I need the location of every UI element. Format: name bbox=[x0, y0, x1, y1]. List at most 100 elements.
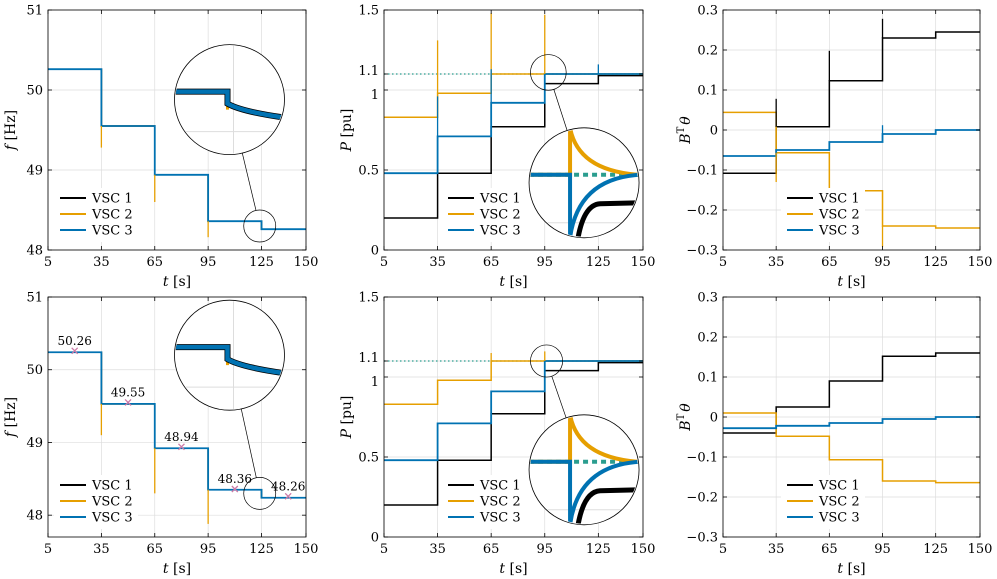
x-tick-label: 150 bbox=[294, 255, 319, 270]
y-axis-label-var: B bbox=[678, 420, 694, 431]
zoom-line-vsc-1 bbox=[575, 200, 639, 237]
zoom-line-vsc-3 bbox=[530, 172, 639, 237]
y-axis-label-sup: T bbox=[676, 413, 687, 420]
legend-label-vsc-2: VSC 2 bbox=[91, 495, 133, 510]
legend-label-vsc-1: VSC 1 bbox=[818, 479, 860, 494]
x-tick-label: 95 bbox=[874, 542, 891, 557]
zoom-content bbox=[175, 301, 284, 410]
x-axis-label-unit: [s] bbox=[843, 561, 866, 577]
y-tick-label: 0.3 bbox=[697, 4, 718, 19]
x-tick-label: 95 bbox=[536, 255, 553, 270]
series-line-vsc-3 bbox=[723, 416, 980, 430]
x-tick-label: 150 bbox=[968, 255, 993, 270]
y-axis-label-sup: T bbox=[676, 126, 687, 133]
data-label: 49.55 bbox=[111, 385, 145, 399]
data-label: 48.26 bbox=[271, 479, 305, 493]
x-tick-label: 150 bbox=[631, 542, 656, 557]
plot-area bbox=[723, 352, 980, 484]
series-line-vsc-2 bbox=[384, 73, 643, 118]
x-tick-label: 125 bbox=[249, 542, 274, 557]
zoom-content bbox=[175, 45, 284, 154]
data-label: 48.94 bbox=[164, 430, 199, 444]
x-tick-label: 65 bbox=[146, 255, 163, 270]
x-axis-label: t [s] bbox=[837, 274, 865, 290]
x-axis-label-unit: [s] bbox=[169, 274, 192, 290]
y-tick-label: 51 bbox=[26, 4, 43, 19]
series-line-vsc-3 bbox=[48, 351, 306, 499]
x-tick-label: 65 bbox=[821, 542, 838, 557]
zoom-inset bbox=[528, 344, 640, 526]
series-line-vsc-1 bbox=[384, 74, 643, 219]
x-axis-label-unit: [s] bbox=[505, 274, 528, 290]
y-axis-label-var: B bbox=[678, 133, 694, 144]
legend-label-vsc-1: VSC 1 bbox=[479, 192, 521, 207]
y-tick-label: 48 bbox=[26, 244, 43, 259]
x-tick-label: 95 bbox=[536, 542, 553, 557]
series-line-vsc-1 bbox=[384, 361, 643, 506]
y-axis-label-unit: [pu] bbox=[339, 396, 355, 429]
x-tick-label: 5 bbox=[719, 255, 727, 270]
x-tick-label: 5 bbox=[380, 255, 388, 270]
plot-area bbox=[384, 351, 643, 506]
y-tick-label: 0 bbox=[710, 124, 718, 139]
y-tick-label: 1 bbox=[371, 375, 379, 390]
legend-label-vsc-3: VSC 3 bbox=[91, 511, 133, 526]
x-tick-label: 125 bbox=[249, 255, 274, 270]
x-tick-label: 150 bbox=[294, 542, 319, 557]
series-line-vsc-3 bbox=[384, 360, 643, 462]
y-tick-label: 49 bbox=[26, 164, 43, 179]
y-axis-label: BTθ bbox=[676, 403, 694, 432]
x-tick-label: 5 bbox=[380, 542, 388, 557]
x-tick-label: 95 bbox=[200, 255, 217, 270]
zoom-line-vsc-3 bbox=[530, 459, 639, 524]
x-axis-label: t [s] bbox=[163, 274, 191, 290]
zoom-line-vsc-1 bbox=[575, 487, 639, 524]
plot-area bbox=[48, 68, 306, 238]
axes-frame bbox=[383, 9, 644, 251]
x-axis-label-var: t bbox=[499, 561, 505, 577]
y-axis-label-unit: [pu] bbox=[339, 109, 355, 142]
x-tick-label: 65 bbox=[483, 255, 500, 270]
y-axis-label: P [pu] bbox=[339, 109, 355, 153]
x-axis-label: t [s] bbox=[499, 274, 527, 290]
x-tick-label: 125 bbox=[923, 542, 948, 557]
x-tick-label: 125 bbox=[586, 542, 611, 557]
x-tick-label: 150 bbox=[968, 542, 993, 557]
y-tick-label: 51 bbox=[26, 291, 43, 306]
x-tick-label: 5 bbox=[719, 542, 727, 557]
legend-label-vsc-3: VSC 3 bbox=[818, 511, 860, 526]
zoom-inset bbox=[174, 44, 285, 243]
series-line-vsc-2 bbox=[384, 360, 643, 405]
legend-label-vsc-2: VSC 2 bbox=[818, 208, 860, 223]
zoom-target-circle bbox=[530, 54, 567, 91]
x-axis-label: t [s] bbox=[837, 561, 865, 577]
y-tick-label: 0.5 bbox=[358, 451, 379, 466]
zoom-connector bbox=[240, 408, 257, 478]
y-axis-label: BTθ bbox=[676, 116, 694, 145]
zoom-content bbox=[530, 128, 639, 237]
legend-label-vsc-3: VSC 3 bbox=[818, 224, 860, 239]
data-marker bbox=[231, 485, 239, 493]
y-tick-label: 50 bbox=[26, 363, 43, 378]
x-axis-label-unit: [s] bbox=[843, 274, 866, 290]
data-marker bbox=[177, 443, 185, 451]
y-tick-label: −0.2 bbox=[686, 204, 718, 219]
x-tick-label: 35 bbox=[429, 542, 446, 557]
series-line-vsc-1 bbox=[723, 352, 980, 434]
legend-label-vsc-3: VSC 3 bbox=[479, 511, 521, 526]
zoom-line-vsc-3 bbox=[175, 89, 284, 120]
axes-frame bbox=[47, 296, 307, 538]
data-marker bbox=[71, 347, 79, 355]
data-label: 48.36 bbox=[218, 472, 252, 486]
y-axis-label-var: P bbox=[339, 141, 355, 152]
zoom-connector bbox=[241, 153, 257, 211]
y-tick-label: 0.2 bbox=[697, 44, 718, 59]
